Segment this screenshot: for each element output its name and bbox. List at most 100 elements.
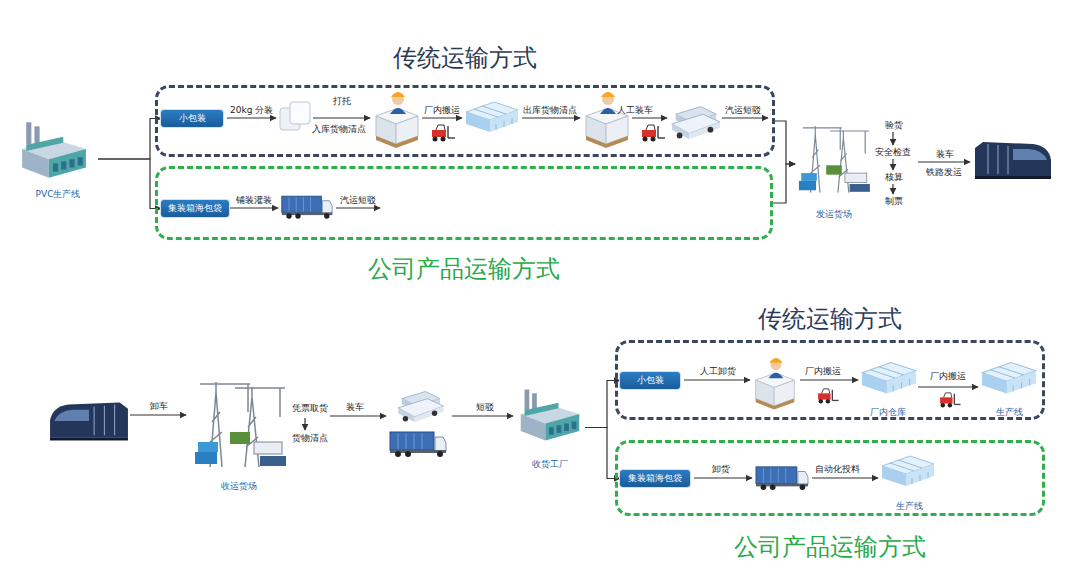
step-label: 装车 [936, 149, 954, 160]
flow-arrow [722, 117, 768, 118]
region-title: 公司产品运输方式 [158, 255, 770, 283]
step-label: 人工卸货 [700, 366, 736, 377]
step-label: 货物清点 [292, 433, 328, 444]
connector [775, 121, 795, 164]
node-label: 收运货场 [221, 480, 257, 492]
freight-yard-node: 收运货场 [188, 372, 290, 492]
connector [773, 164, 795, 203]
flow-arrows [130, 118, 970, 478]
step-label: 铁路发运 [926, 167, 962, 178]
step-label: 人工装车 [617, 105, 653, 116]
flow-arrow [422, 117, 462, 118]
production-line-node: 生产线 [878, 450, 940, 512]
flow-arrow [522, 117, 580, 118]
step-label: 核算 [885, 172, 903, 183]
connector [98, 119, 161, 160]
flow-arrow [336, 207, 380, 208]
category-pill: 集装箱海包袋 [161, 200, 229, 217]
category-pill: 小包装 [161, 110, 223, 127]
flow-arrow [227, 207, 278, 208]
node-label: 生产线 [996, 406, 1023, 418]
crane-yard-icon [799, 126, 870, 192]
flow-arrow [330, 415, 386, 416]
step-label: 卸货 [712, 464, 730, 475]
bags-icon [280, 102, 310, 130]
factory-icon [521, 389, 579, 440]
step-label: 铺装灌装 [236, 195, 272, 206]
flow-arrow [227, 117, 276, 118]
dashed-region: 传统运输方式小包装 [155, 85, 775, 157]
flow-arrow [694, 477, 752, 478]
factory-node: 收货工厂 [515, 385, 585, 470]
flow-arrow [812, 477, 878, 478]
node-label: 生产线 [896, 500, 923, 512]
train-icon [975, 142, 1051, 179]
step-label: 自动化投料 [815, 464, 860, 475]
flow-arrow [918, 161, 970, 162]
flow-arrow [892, 132, 893, 145]
flow-arrow [452, 415, 513, 416]
step-label: 制票 [885, 196, 903, 207]
step-label: 汽运短驳 [725, 105, 761, 116]
step-label: 20kg 分装 [230, 105, 273, 116]
worker-pallet-icon [756, 358, 795, 410]
category-pill: 小包装 [620, 372, 680, 389]
factory-icon [22, 122, 86, 178]
step-label: 卸车 [150, 401, 168, 412]
pill-text: 小包装 [175, 113, 210, 124]
connector [98, 159, 161, 209]
step-label: 出库货物清点 [523, 105, 577, 116]
dashed-region: 公司产品运输方式集装箱海包袋生产线 [615, 440, 1045, 516]
forklift-icon [940, 393, 960, 408]
production-line-node: 生产线 [978, 356, 1040, 418]
node-label: 发运货场 [816, 208, 852, 220]
icons [22, 92, 1051, 490]
connector [918, 386, 978, 387]
flow-arrow [800, 379, 858, 380]
edge-label: 厂内搬运 [929, 371, 967, 382]
node-label: 厂内仓库 [870, 406, 906, 418]
flow-arrow [892, 159, 893, 170]
warehouse-icon [466, 102, 518, 132]
region-title: 传统运输方式 [618, 305, 1042, 333]
step-label: 装车 [346, 402, 364, 413]
node-label: PVC生产线 [36, 188, 81, 200]
warehouse-icon [862, 363, 916, 394]
warehouse-node: 厂内仓库 [858, 356, 918, 418]
worker-pallet-icon [376, 92, 418, 148]
forklift-icon [642, 125, 665, 142]
flow-arrow [632, 117, 667, 118]
flow-arrow [313, 117, 370, 118]
flow-arrow [892, 184, 893, 194]
pill-text: 小包装 [633, 375, 668, 386]
freight-yard-node: 发运货场 [795, 108, 873, 220]
train-icon [50, 403, 128, 441]
region-title: 公司产品运输方式 [618, 533, 1042, 561]
step-label: 凭票取货 [292, 403, 328, 414]
container-truck-icon [756, 467, 808, 490]
dashed-region: 传统运输方式小包装厂内仓库生产线 [615, 340, 1045, 420]
truck-icon [672, 107, 720, 140]
step-label: 厂内搬运 [424, 105, 460, 116]
step-label: 短驳 [476, 402, 494, 413]
node-label: 收货工厂 [532, 458, 568, 470]
step-label: 验货 [885, 120, 903, 131]
step-label: 汽运短驳 [340, 195, 376, 206]
pill-text: 集装箱海包袋 [164, 203, 226, 214]
pill-text: 集装箱海包袋 [624, 473, 686, 484]
container-truck-icon [390, 432, 446, 457]
step-label: 安全检查 [875, 147, 911, 158]
forklift-icon [432, 125, 455, 142]
warehouse-icon [882, 456, 934, 486]
warehouse-icon [982, 363, 1036, 394]
container-truck-icon [282, 196, 332, 219]
factory-node: PVC生产线 [18, 118, 98, 200]
flow-arrow [304, 418, 305, 430]
flow-arrow [684, 379, 750, 380]
flow-arrow [130, 414, 186, 415]
truck-icon [398, 391, 443, 422]
crane-yard-icon [195, 382, 286, 467]
worker-pallet-icon [586, 92, 628, 148]
region-title: 传统运输方式 [158, 44, 772, 72]
